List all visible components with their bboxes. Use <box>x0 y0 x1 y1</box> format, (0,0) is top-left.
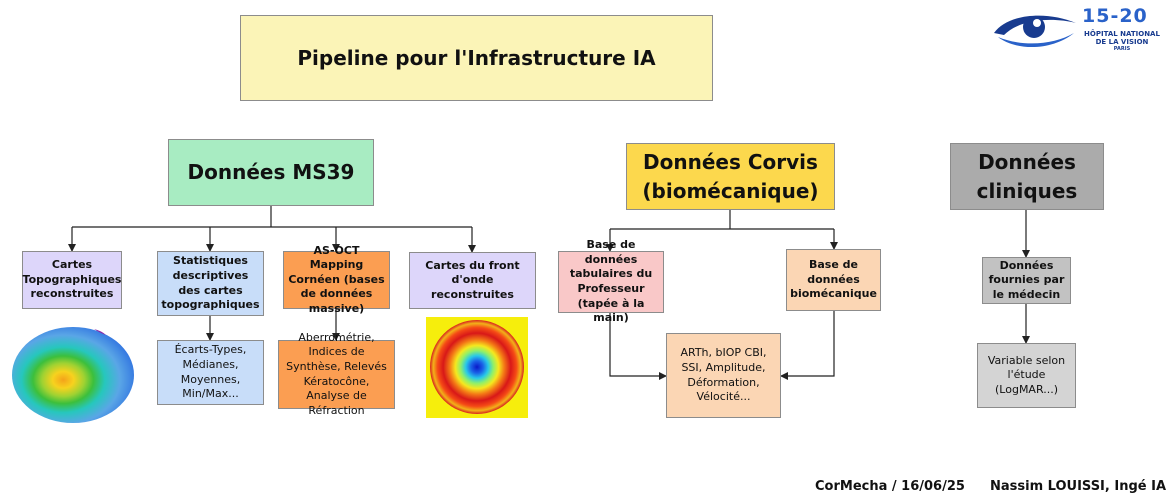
logo-line-3: PARIS <box>1113 46 1131 52</box>
corvis-header-line-1: Données Corvis <box>643 149 818 174</box>
ms39-stats-box: Statistiques descriptives des cartes top… <box>157 251 264 316</box>
clinical-header: Données cliniques <box>950 143 1104 210</box>
logo-line-2: DE LA VISION <box>1095 38 1149 46</box>
corvis-header: Données Corvis (biomécanique) <box>626 143 835 210</box>
footer-author: Nassim LOUISSI, Ingé IA <box>990 479 1167 494</box>
footer-project-date: CorMecha / 16/06/25 <box>815 479 965 494</box>
eye-logo-icon <box>994 15 1076 48</box>
ms39-topo-maps-box: Cartes Topographiques reconstruites <box>22 251 122 309</box>
topography-map-image <box>12 327 134 423</box>
ms39-stats-child-box: Écarts-Types, Médianes, Moyennes, Min/Ma… <box>157 340 264 405</box>
corvis-header-line-2: (biomécanique) <box>642 178 819 203</box>
corvis-right-to-merged <box>780 311 835 380</box>
clinical-header-line-2: cliniques <box>976 178 1078 203</box>
corvis-left-to-merged <box>609 313 667 380</box>
logo-number: 15-20 <box>1082 5 1148 27</box>
ms39-asoct-child-box: Aberrométrie, Indices de Synthèse, Relev… <box>278 331 395 417</box>
wavefront-map-image <box>426 317 528 418</box>
logo-line-1: HÔPITAL NATIONAL <box>1084 30 1160 38</box>
clinical-doctor-box: Données fournies par le médecin <box>982 257 1071 304</box>
clinical-variable-box: Variable selon l'étude (LogMAR...) <box>977 343 1076 408</box>
ms39-header: Données MS39 <box>168 139 374 206</box>
corvis-professor-db-box: Base de données tabulaires du Professeur… <box>558 238 664 324</box>
corvis-merged-box: ARTh, bIOP CBI, SSI, Amplitude, Déformat… <box>666 333 781 418</box>
hopital-vision-logo: 15-20 HÔPITAL NATIONAL DE LA VISION PARI… <box>990 5 1165 57</box>
clinical-header-line-1: Données <box>978 149 1076 174</box>
corvis-biomech-db-box: Base de données biomécanique <box>786 249 881 311</box>
pipeline-title: Pipeline pour l'Infrastructure IA <box>240 15 713 101</box>
ms39-wavefront-box: Cartes du front d'onde reconstruites <box>409 252 536 309</box>
ms39-asoct-box: AS-OCT Mapping Cornéen (bases de données… <box>283 244 390 315</box>
